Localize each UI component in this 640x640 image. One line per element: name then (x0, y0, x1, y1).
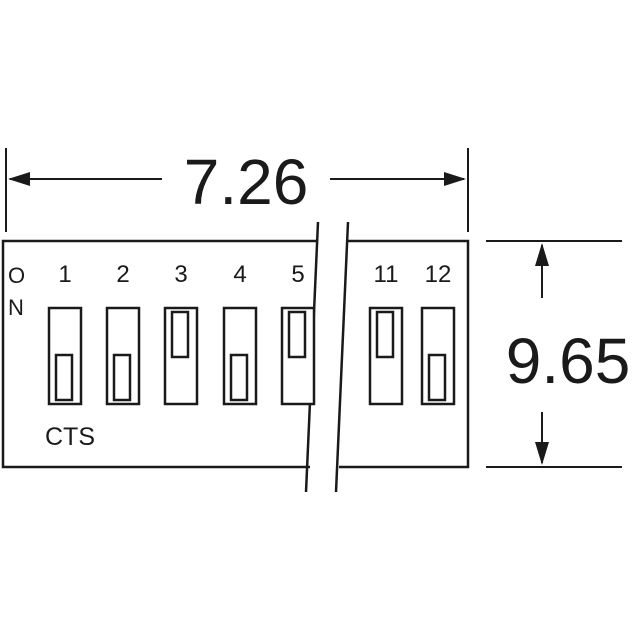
body-right-part (339, 239, 470, 469)
body-left-part (1, 239, 318, 469)
switch-actuator-down (229, 353, 249, 402)
brand-label: CTS (45, 423, 95, 451)
switch-number-label: 1 (58, 261, 71, 288)
dip-switch-12: 12 (420, 261, 456, 406)
width-arrow-left-icon (8, 172, 30, 186)
switch-body-outline (1, 239, 470, 469)
width-arrow-right-icon (444, 172, 466, 186)
height-arrow-down-icon (535, 442, 549, 465)
width-dimension (5, 148, 469, 232)
height-arrow-up-icon (535, 243, 549, 266)
dip-switch-2: 2 (105, 261, 141, 406)
switch-number-label: 2 (116, 261, 129, 288)
on-label-o: O (8, 263, 25, 288)
switch-actuator-down (54, 353, 74, 402)
dip-switch-5: 5 (280, 261, 316, 406)
switch-number-label: 4 (233, 261, 246, 288)
switch-actuator-down (112, 353, 132, 402)
switch-number-label: 3 (174, 261, 187, 288)
switch-number-label: 5 (291, 261, 304, 288)
switch-actuator-up (287, 310, 307, 359)
height-dimension-label: 9.65 (506, 325, 631, 397)
on-label-n: N (8, 295, 24, 320)
width-dimension-label: 7.26 (184, 146, 309, 218)
break-line-right (334, 221, 350, 493)
switch-number-label: 11 (374, 261, 399, 288)
dip-switch-11: 11 (368, 261, 404, 406)
dip-switch-1: 1 (47, 261, 83, 406)
switch-actuator-up (170, 310, 190, 359)
dip-switch-4: 4 (222, 261, 258, 406)
switch-number-label: 12 (425, 261, 452, 288)
dip-switch-3: 3 (163, 261, 199, 406)
switch-actuator-up (375, 310, 395, 359)
switch-actuator-down (427, 353, 447, 402)
